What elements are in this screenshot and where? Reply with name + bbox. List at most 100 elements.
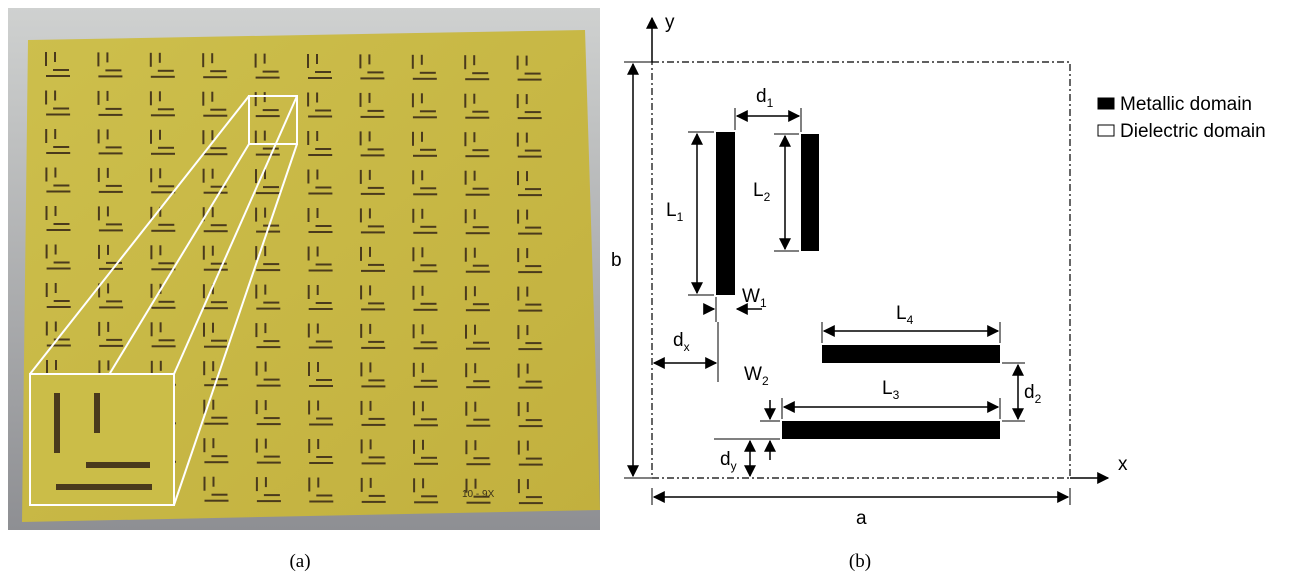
board-strip-l2 (473, 286, 476, 297)
board-strip-l2 (421, 247, 424, 258)
board-strip-l1 (465, 324, 467, 339)
strip-l3 (782, 421, 1000, 439)
inset-strip-l3 (56, 484, 152, 490)
board-strip-l3 (466, 463, 491, 466)
board-strip-l2 (159, 206, 162, 217)
board-strip-l3 (518, 194, 542, 197)
board-strip-l2 (107, 244, 109, 255)
board-strip-l3 (150, 75, 175, 78)
board-strip-l4 (316, 456, 333, 458)
board-strip-l2 (107, 283, 110, 294)
board-strip-l2 (420, 54, 423, 65)
board-strip-l2 (316, 54, 318, 64)
board-strip-l4 (158, 339, 175, 342)
board-strip-l4 (473, 341, 489, 344)
board-strip-l4 (316, 417, 333, 420)
board-strip-l1 (465, 363, 468, 378)
board-strip-l2 (368, 54, 371, 65)
board-strip-l1 (360, 400, 363, 415)
board-strip-l1 (203, 476, 206, 491)
board-strip-l4 (158, 262, 175, 265)
board-strip-l4 (157, 108, 174, 111)
board-strip-l4 (105, 107, 122, 110)
board-strip-l2 (421, 208, 424, 219)
a-label: a (856, 508, 867, 529)
board-strip-l3 (46, 267, 71, 270)
board-strip-l2 (526, 286, 529, 297)
board-strip-l4 (421, 456, 437, 459)
legend-label-metallic: Metallic domain (1120, 94, 1252, 115)
board-strip-l2 (473, 170, 476, 181)
board-strip-l1 (254, 92, 257, 107)
board-strip-l2 (263, 92, 266, 103)
board-strip-l3 (413, 347, 438, 350)
board-strip-l4 (367, 186, 384, 189)
board-strip-l2 (369, 323, 372, 334)
board-strip-l3 (414, 501, 439, 504)
board-strip-l2 (264, 477, 267, 488)
board-strip-l2 (474, 363, 477, 374)
board-strip-l4 (157, 69, 174, 72)
board-strip-l1 (97, 206, 100, 221)
board-strip-l2 (212, 322, 214, 333)
board-strip-l3 (255, 153, 280, 156)
dimension-a: a (651, 488, 1071, 529)
board-strip-l2 (526, 248, 529, 259)
dimension-l3: L3 (781, 378, 1001, 419)
board-strip-l4 (210, 224, 227, 227)
board-strip-l2 (264, 246, 267, 257)
board-strip-l2 (473, 93, 476, 104)
y-axis-label: y (665, 12, 675, 33)
board-strip-l2 (316, 323, 319, 334)
board-strip-l3 (465, 309, 490, 312)
board-strip-l3 (308, 269, 333, 272)
legend-swatch-dielectric (1097, 124, 1115, 137)
board-strip-l1 (412, 324, 415, 339)
board-strip-l4 (525, 342, 542, 345)
board-strip-l3 (465, 193, 490, 196)
board-strip-l2 (421, 285, 424, 296)
board-strip-l1 (97, 90, 100, 105)
board-strip-l4 (263, 224, 280, 227)
board-strip-l3 (361, 500, 386, 503)
board-strip-l2 (421, 170, 424, 181)
board-strip-l3 (518, 386, 543, 389)
board-strip-l1 (97, 129, 100, 144)
board-strip-l3 (256, 500, 281, 503)
board-strip-l3 (466, 424, 491, 427)
board-strip-l3 (203, 191, 228, 194)
board-strip-l1 (203, 322, 205, 337)
d1-label: d1 (756, 86, 774, 110)
board-strip-l3 (151, 152, 175, 155)
board-strip-l4 (525, 303, 542, 306)
board-strip-l4 (263, 340, 280, 343)
board-strip-l2 (106, 52, 109, 63)
board-strip-l1 (412, 170, 415, 185)
board-strip-l3 (518, 348, 543, 351)
board-strip-l3 (466, 501, 491, 504)
board-strip-l4 (525, 188, 541, 191)
board-strip-l2 (54, 244, 57, 255)
board-strip-l1 (517, 363, 520, 378)
board-strip-l1 (465, 440, 468, 455)
board-strip-l1 (150, 168, 153, 183)
board-strip-l3 (256, 269, 281, 272)
board-strip-l1 (359, 131, 362, 146)
board-strip-l3 (204, 499, 229, 502)
board-strip-l3 (98, 75, 123, 78)
board-strip-l3 (518, 309, 543, 312)
board-strip-l3 (308, 115, 333, 118)
board-strip-l1 (45, 206, 48, 220)
board-strip-l4 (368, 340, 385, 343)
board-strip-l3 (360, 154, 385, 157)
board-strip-l2 (264, 438, 267, 449)
board-strip-l1 (255, 361, 258, 376)
board-strip-l4 (210, 262, 227, 265)
board-strip-l4 (473, 457, 490, 460)
dx-label: dx (673, 330, 690, 354)
board-strip-l2 (54, 167, 57, 178)
board-strip-l2 (473, 247, 476, 258)
board-strip-l2 (473, 209, 476, 220)
board-strip-l1 (307, 246, 310, 261)
board-strip-l4 (106, 300, 123, 303)
